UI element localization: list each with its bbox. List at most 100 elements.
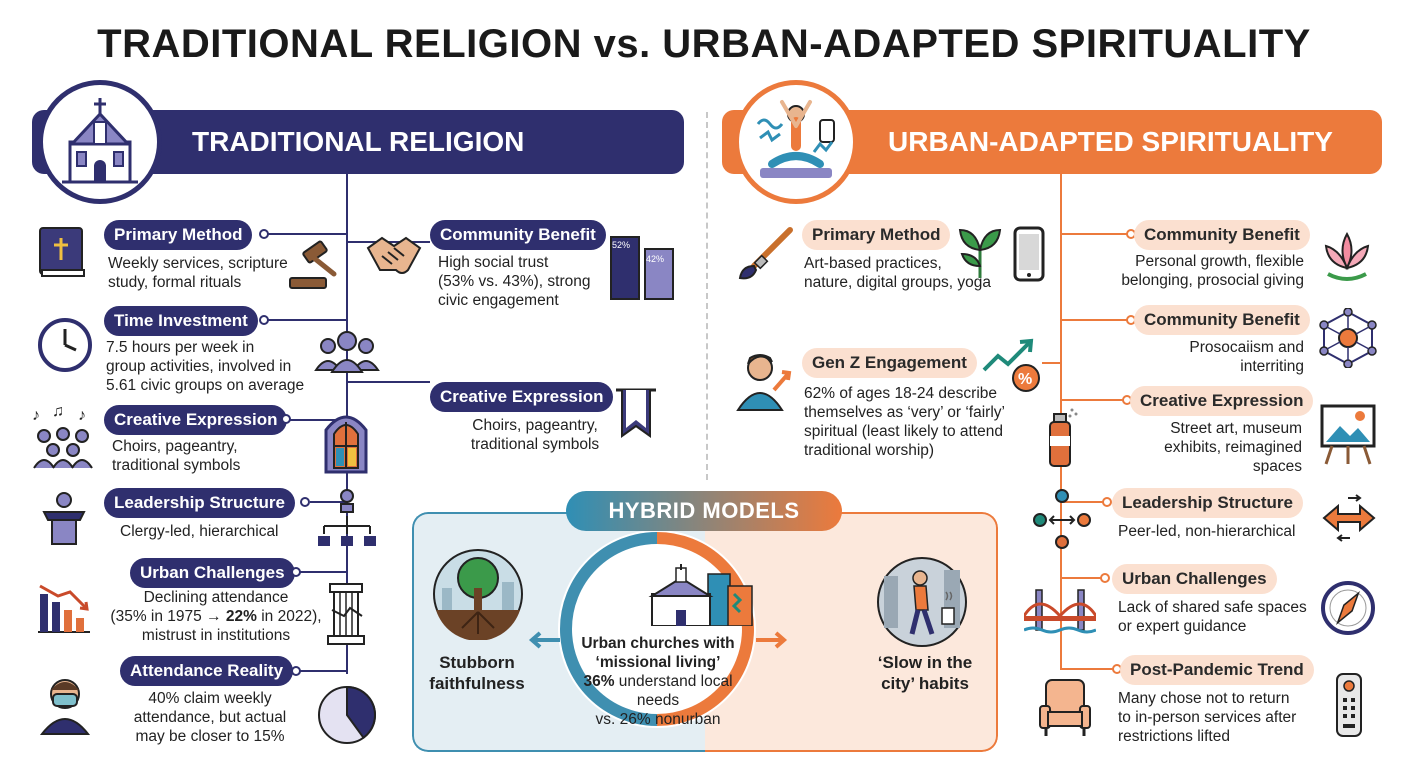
bar-label-42: 42% xyxy=(646,254,665,264)
network-icon xyxy=(1318,307,1378,373)
urban-post-pandemic-pill: Post-Pandemic Trend xyxy=(1120,655,1314,685)
text-line: spiritual (least likely to attend xyxy=(804,423,1004,440)
connector xyxy=(1060,668,1118,670)
bar-52 xyxy=(610,236,640,300)
text-line: Choirs, pageantry, xyxy=(112,438,238,455)
urban-challenges-pill: Urban Challenges xyxy=(1112,564,1277,594)
connector xyxy=(300,571,346,573)
urban-gen-z-text: 62% of ages 18-24 describe themselves as… xyxy=(804,384,1005,460)
text-line: 40% claim weekly xyxy=(148,690,272,707)
text-part: understand local needs xyxy=(614,673,733,709)
urban-gen-z-pill: Gen Z Engagement xyxy=(802,348,977,378)
text-line: belonging, prosocial giving xyxy=(1121,272,1304,289)
svg-text:%: % xyxy=(1018,371,1032,388)
text-part: 22% xyxy=(225,608,257,625)
urban-community-benefit-2-pill: Community Benefit xyxy=(1134,305,1310,335)
text-line: themselves as ‘very’ or ‘fairly’ xyxy=(804,404,1005,421)
page-title: TRADITIONAL RELIGION vs. URBAN-ADAPTED S… xyxy=(97,22,1311,66)
connector-dot xyxy=(1102,497,1112,507)
text-line: 7.5 hours per week in xyxy=(106,339,255,356)
text-line: Choirs, pageantry, xyxy=(472,417,598,434)
text-line: (53% vs. 43%), strong xyxy=(438,273,591,290)
hybrid-center-circle xyxy=(558,530,756,728)
text-line: traditional symbols xyxy=(470,436,600,453)
trad-attendance-text: 40% claim weekly attendance, but actual … xyxy=(120,689,300,746)
social-trust-bar-chart: 52% 42% xyxy=(606,232,680,302)
text-line: 5.61 civic groups on average xyxy=(106,377,305,394)
text-line: restrictions lifted xyxy=(1118,728,1230,745)
text-line: High social trust xyxy=(438,254,549,271)
text-line: ‘Slow in the xyxy=(877,653,973,672)
text-line: 62% of ages 18-24 describe xyxy=(804,385,998,402)
bridge-icon xyxy=(1022,586,1098,643)
urban-community-benefit-1-pill: Community Benefit xyxy=(1134,220,1310,250)
peer-network-icon xyxy=(1030,486,1094,555)
text-line: exhibits, reimagined xyxy=(1164,439,1302,456)
stained-glass-icon xyxy=(322,408,370,479)
connector-dot xyxy=(291,666,301,676)
left-arrow-icon xyxy=(526,630,560,655)
hierarchy-icon xyxy=(314,488,380,557)
urban-leadership-pill: Leadership Structure xyxy=(1112,488,1303,518)
connector-dot xyxy=(291,567,301,577)
urban-banner-label: URBAN-ADAPTED SPIRITUALITY xyxy=(888,126,1333,157)
bidirectional-arrows-icon xyxy=(1318,494,1380,547)
text-line: Declining attendance xyxy=(143,589,289,606)
trad-time-investment-pill: Time Investment xyxy=(104,306,258,336)
trad-urban-challenges-text: Declining attendance (35% in 1975 → 22% … xyxy=(100,588,332,645)
connector xyxy=(1042,362,1060,364)
connector xyxy=(1060,399,1128,401)
church-emblem-icon xyxy=(38,80,162,204)
broken-pillar-icon xyxy=(320,582,372,651)
text-line: interriting xyxy=(1240,358,1304,375)
clock-icon xyxy=(36,316,94,379)
text-part: in 2022), xyxy=(256,608,322,625)
spray-can-icon xyxy=(1040,406,1080,473)
hybrid-right-text: ‘Slow in the city’ habits xyxy=(868,652,982,694)
attendance-pie-chart xyxy=(316,684,378,751)
compass-icon xyxy=(1320,580,1376,641)
text-line: traditional worship) xyxy=(804,442,935,459)
urban-primary-method-pill: Primary Method xyxy=(802,220,951,250)
trad-creative-expression-right-pill: Creative Expression xyxy=(430,382,614,412)
smartphone-icon xyxy=(1012,226,1046,287)
empty-chair-icon xyxy=(1036,676,1094,743)
connector-dot xyxy=(281,414,291,424)
connector-dot xyxy=(1100,573,1110,583)
trad-leadership-text: Clergy-led, hierarchical xyxy=(120,523,279,540)
leaves-icon xyxy=(954,222,1006,285)
text-line: attendance, but actual xyxy=(133,709,287,726)
connector xyxy=(290,419,346,421)
urban-church-icon xyxy=(646,564,756,631)
text-part: (35% in 1975 → xyxy=(110,608,226,625)
hybrid-left-text: Stubborn faithfulness xyxy=(420,652,534,694)
svg-text:♪: ♪ xyxy=(78,407,86,424)
choir-icon: ♪ ♫ ♪ xyxy=(30,403,96,475)
urban-creative-expression-text: Street art, museum exhibits, reimagined … xyxy=(1120,419,1302,476)
connector-dot xyxy=(259,315,269,325)
group-people-icon xyxy=(314,330,380,379)
connector xyxy=(268,319,348,321)
traditional-banner-label: TRADITIONAL RELIGION xyxy=(192,126,525,157)
text-line: traditional symbols xyxy=(112,457,241,474)
connector xyxy=(1060,233,1132,235)
paintbrush-icon xyxy=(734,226,794,287)
text-part: 36% xyxy=(583,673,615,690)
urban-community-benefit-2-text: Prosocaiism and interriting xyxy=(1120,338,1304,376)
text-line: ‘missional living’ xyxy=(595,654,721,671)
connector xyxy=(310,501,346,503)
trad-urban-challenges-pill: Urban Challenges xyxy=(130,558,295,588)
text-line: (35% in 1975 → 22% in 2022), xyxy=(100,607,332,626)
trad-creative-expression-left-pill: Creative Expression xyxy=(104,405,288,435)
trad-community-benefit-pill: Community Benefit xyxy=(430,220,606,250)
yoga-emblem-icon xyxy=(734,80,858,204)
connector-dot xyxy=(300,497,310,507)
text-line: mistrust in institutions xyxy=(141,627,291,644)
rooted-tree-icon xyxy=(432,548,524,645)
text-line: Art-based practices, xyxy=(804,255,942,272)
svg-text:♫: ♫ xyxy=(52,406,64,420)
text-line: Stubborn xyxy=(439,653,515,672)
text-line: group activities, involved in xyxy=(106,358,292,375)
svg-text:♪: ♪ xyxy=(32,407,40,424)
urban-leadership-text: Peer-led, non-hierarchical xyxy=(1118,523,1296,540)
